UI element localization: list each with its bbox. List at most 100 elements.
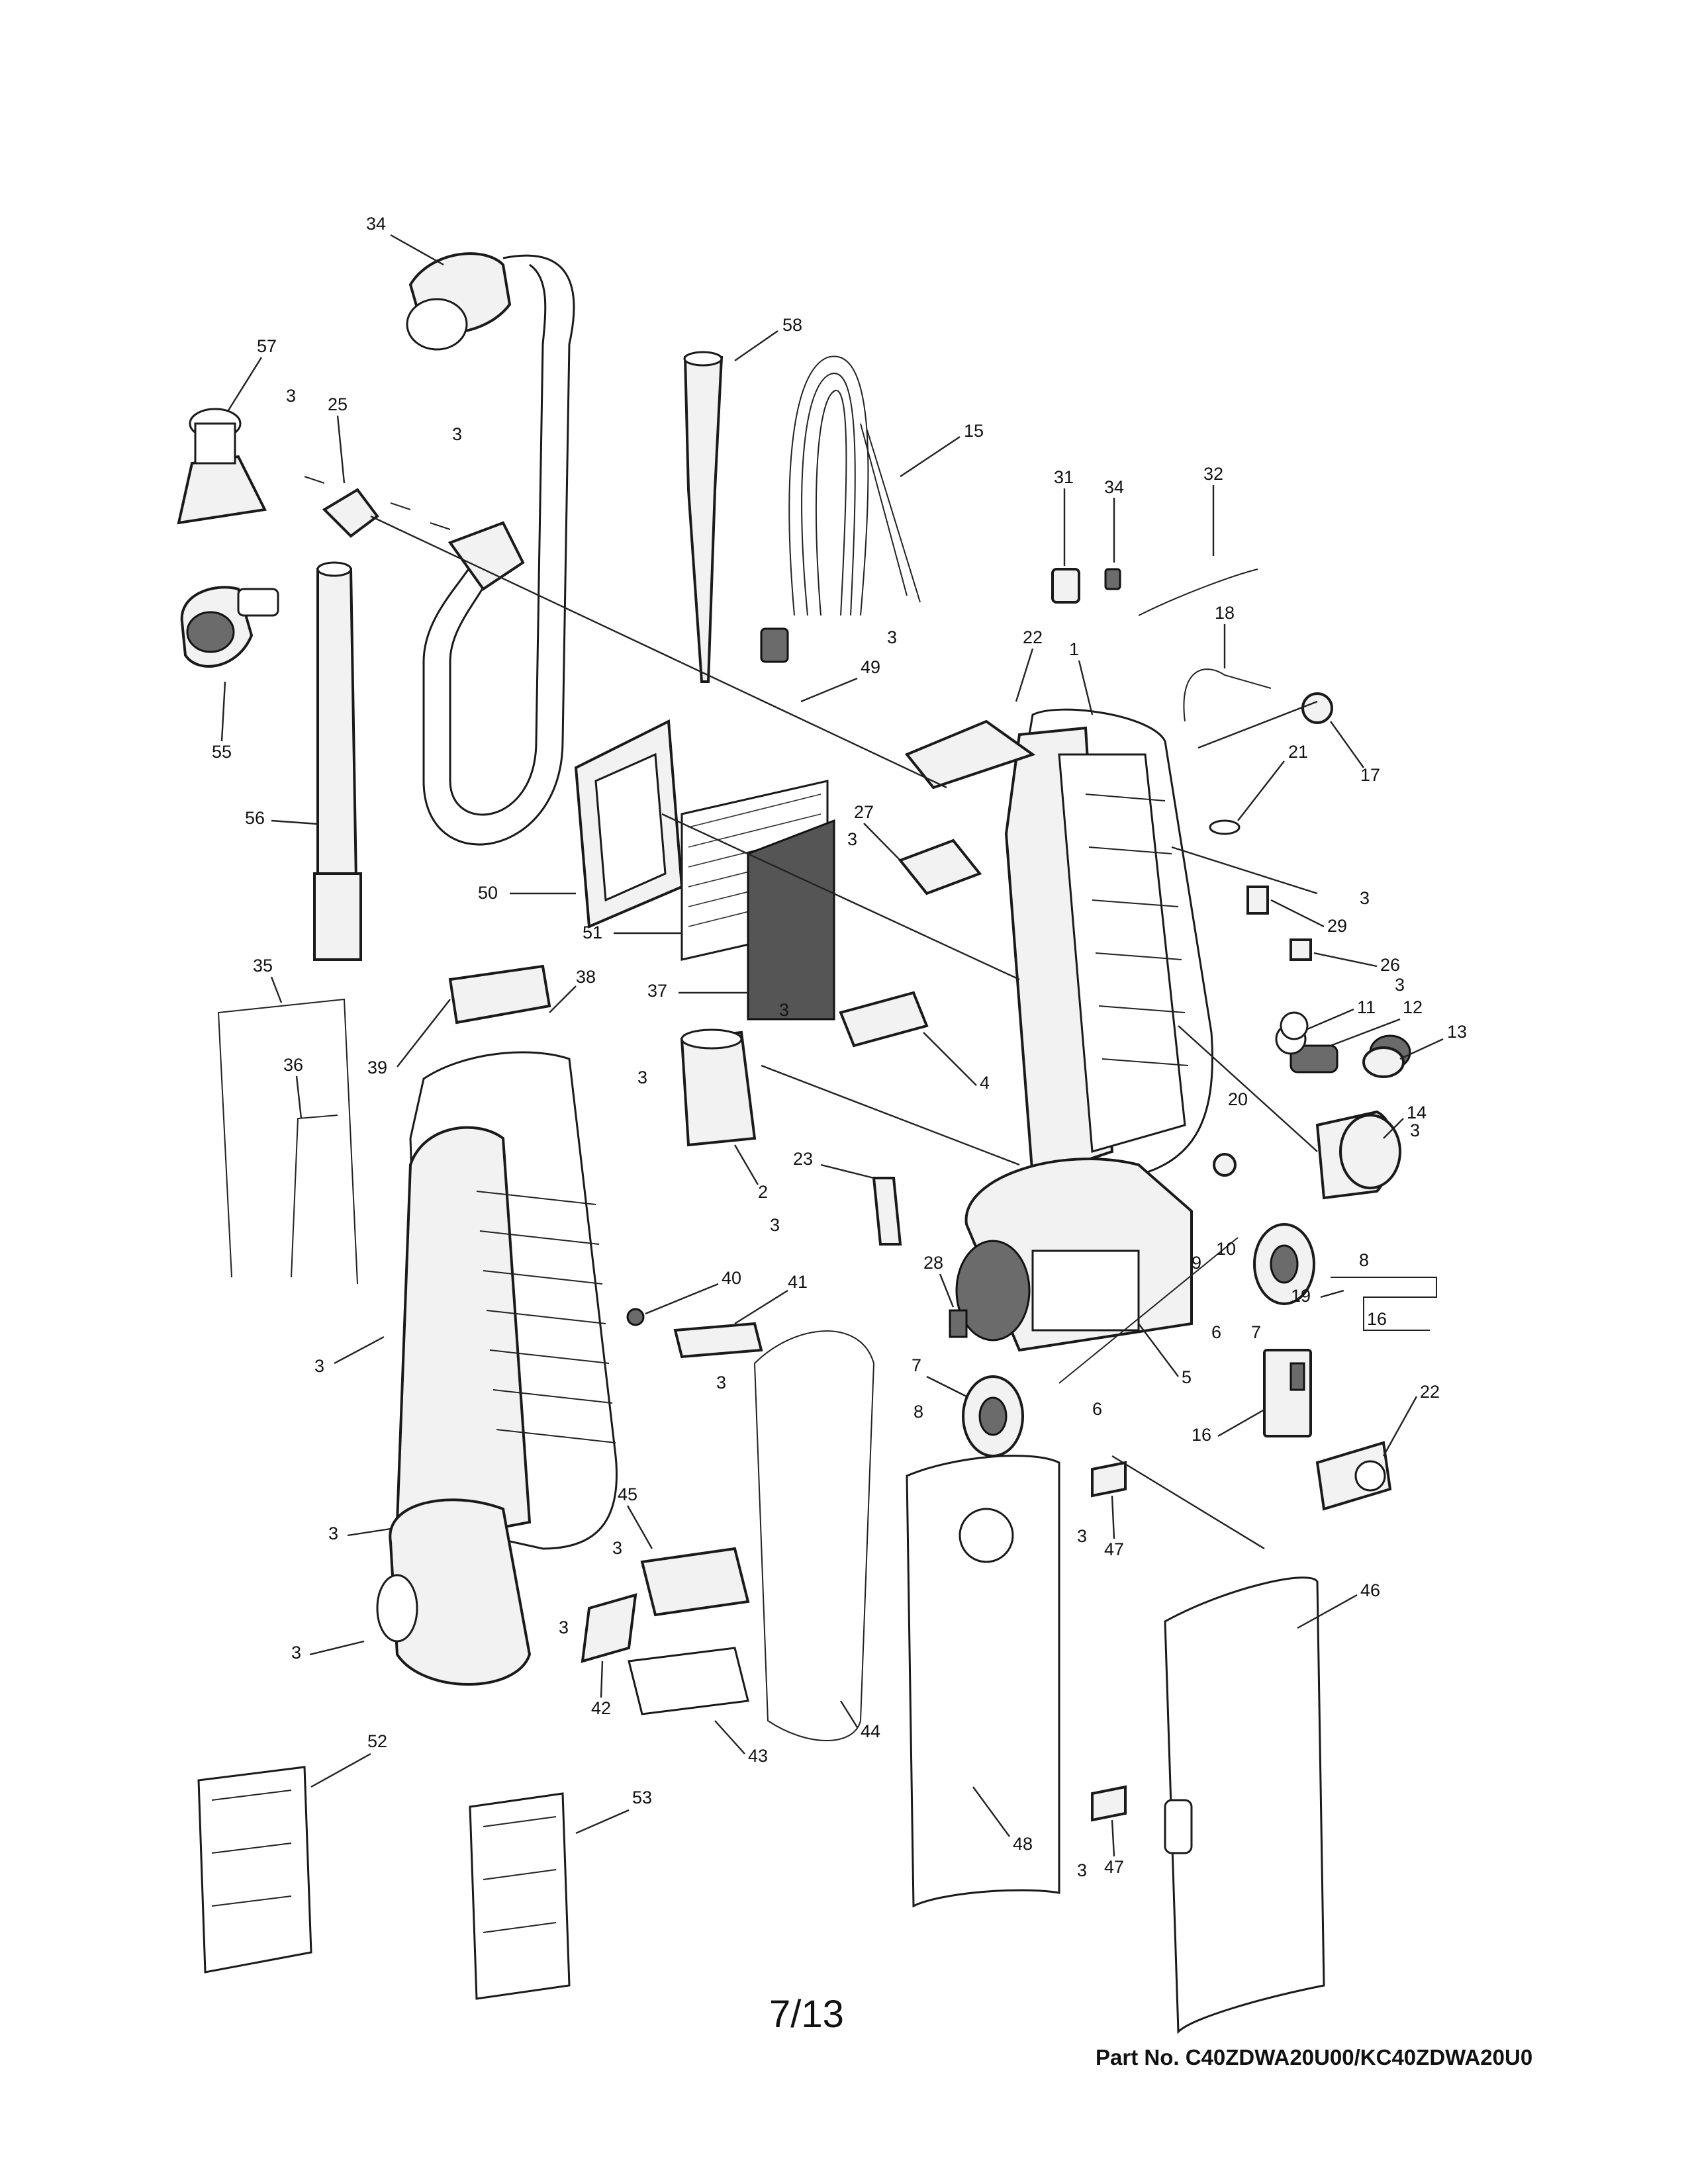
callout-11: 11 bbox=[1357, 997, 1376, 1017]
callout-41: 42 bbox=[591, 1698, 611, 1718]
callout-56: 56 bbox=[245, 808, 265, 828]
callout-12: 12 bbox=[1403, 997, 1423, 1017]
callout-3-k: 3 bbox=[314, 1356, 324, 1376]
callout-8-b: 8 bbox=[914, 1402, 923, 1422]
callout-3-j: 3 bbox=[770, 1215, 780, 1235]
callout-35: 34 bbox=[1104, 477, 1124, 497]
hose-assembly bbox=[406, 252, 575, 846]
callout-44: 41 bbox=[788, 1272, 808, 1292]
switch-plate bbox=[1315, 1441, 1392, 1511]
bumper-wheel bbox=[1253, 1223, 1315, 1305]
callout-23: 22 bbox=[1420, 1382, 1440, 1402]
callout-1: 1 bbox=[1069, 639, 1079, 659]
terminal-31 bbox=[1246, 886, 1269, 915]
handle-grip bbox=[448, 964, 551, 1024]
callout-39: 38 bbox=[576, 967, 596, 987]
lever-26 bbox=[872, 1177, 902, 1246]
callout-30: 28 bbox=[923, 1253, 943, 1273]
callout-31: 29 bbox=[1327, 916, 1347, 936]
callout-43: 40 bbox=[722, 1268, 741, 1288]
callout-37: 36 bbox=[283, 1055, 303, 1075]
clip-29 bbox=[1289, 938, 1312, 961]
callout-3-n: 3 bbox=[1077, 1526, 1087, 1546]
callout-2: 2 bbox=[758, 1182, 768, 1202]
page-number: 7/13 bbox=[769, 1993, 844, 2036]
callout-58: 58 bbox=[782, 315, 802, 335]
callout-22: 21 bbox=[1288, 742, 1308, 762]
duct-2 bbox=[680, 1028, 757, 1147]
connector-32 bbox=[1051, 568, 1080, 604]
callout-40: 39 bbox=[367, 1058, 387, 1077]
callout-3-c: 3 bbox=[887, 627, 897, 647]
callout-8-a: 8 bbox=[1359, 1250, 1369, 1270]
callout-45: 43 bbox=[748, 1746, 768, 1766]
clip-22 bbox=[1209, 819, 1241, 835]
pcb-board bbox=[1263, 1349, 1312, 1437]
callout-4: 4 bbox=[980, 1073, 990, 1093]
callout-16: 16 bbox=[1192, 1425, 1211, 1445]
upholstery-tool bbox=[177, 408, 267, 525]
cable-19 bbox=[1183, 668, 1272, 722]
callout-47: 46 bbox=[1360, 1580, 1380, 1600]
callout-46: 45 bbox=[618, 1484, 637, 1504]
callout-3-g: 3 bbox=[779, 1000, 789, 1020]
callout-3-m: 3 bbox=[328, 1524, 338, 1543]
callout-14: 14 bbox=[1407, 1103, 1427, 1122]
callout-51: 50 bbox=[478, 883, 498, 903]
motor-assembly bbox=[1315, 1110, 1401, 1200]
axle bbox=[1058, 1237, 1239, 1384]
manual-54 bbox=[469, 1792, 571, 2000]
callout-36: 35 bbox=[253, 956, 273, 976]
callout-18: 17 bbox=[1360, 765, 1380, 785]
callout-33: 32 bbox=[1203, 464, 1223, 484]
turbo-brush bbox=[180, 586, 279, 668]
main-body-housing bbox=[955, 708, 1213, 1352]
callout-3-b: 3 bbox=[452, 424, 462, 444]
callout-5: 5 bbox=[1182, 1367, 1192, 1387]
callout-26: 23 bbox=[793, 1149, 813, 1169]
cover-41 bbox=[581, 1593, 637, 1663]
latch-28 bbox=[898, 839, 982, 895]
callout-10: 10 bbox=[1216, 1239, 1236, 1259]
callout-52: 51 bbox=[583, 923, 602, 942]
callout-48-a: 47 bbox=[1104, 1539, 1124, 1559]
callout-29: 26 bbox=[1380, 955, 1400, 975]
bracket-4 bbox=[839, 991, 929, 1048]
latch-48-lower bbox=[1091, 1785, 1127, 1822]
callout-55: 55 bbox=[212, 742, 232, 762]
callout-labels: 34 57 3 25 3 58 15 31 34 32 55 56 3 49 2… bbox=[212, 214, 1467, 1880]
callout-25: 22 bbox=[1023, 627, 1043, 647]
callout-9: 9 bbox=[1192, 1253, 1201, 1273]
callout-3-r: 3 bbox=[1077, 1860, 1087, 1880]
cap-13 bbox=[1362, 1046, 1405, 1078]
wand-holder-rods bbox=[217, 998, 358, 1285]
callout-7-b: 7 bbox=[912, 1355, 921, 1375]
filter-media bbox=[747, 819, 835, 1021]
rear-wheel bbox=[962, 1375, 1024, 1457]
bag-door bbox=[1164, 1576, 1325, 2034]
ring-11 bbox=[1280, 1011, 1309, 1040]
callout-3-p: 3 bbox=[559, 1617, 569, 1637]
callout-20: 19 bbox=[1291, 1286, 1311, 1306]
door-gasket bbox=[753, 1330, 875, 1741]
callout-49: 49 bbox=[861, 657, 880, 677]
callout-3-e: 3 bbox=[1360, 888, 1370, 908]
callout-48-b: 47 bbox=[1104, 1857, 1124, 1877]
latch-48-upper bbox=[1091, 1461, 1127, 1498]
callout-53: 52 bbox=[367, 1731, 387, 1751]
callout-3-q: 3 bbox=[291, 1643, 301, 1662]
callout-6-b: 6 bbox=[1092, 1399, 1102, 1419]
latch-30 bbox=[949, 1309, 968, 1338]
callout-3-a: 3 bbox=[286, 386, 296, 406]
bearing-21 bbox=[1213, 1153, 1237, 1177]
callout-3-i: 3 bbox=[1410, 1120, 1420, 1140]
power-cord bbox=[760, 355, 921, 663]
crevice-wand bbox=[683, 351, 724, 683]
filter-door-46 bbox=[640, 1547, 750, 1617]
callout-3-l: 3 bbox=[716, 1373, 726, 1392]
wire-harness bbox=[1331, 1277, 1437, 1331]
connector-35 bbox=[1104, 568, 1121, 590]
cord-wire-33 bbox=[1138, 569, 1258, 616]
part-number-label: Part No. C40ZDWA20U00/KC40ZDWA20U0 bbox=[1096, 2045, 1533, 2070]
filter-pad-45 bbox=[628, 1647, 749, 1715]
